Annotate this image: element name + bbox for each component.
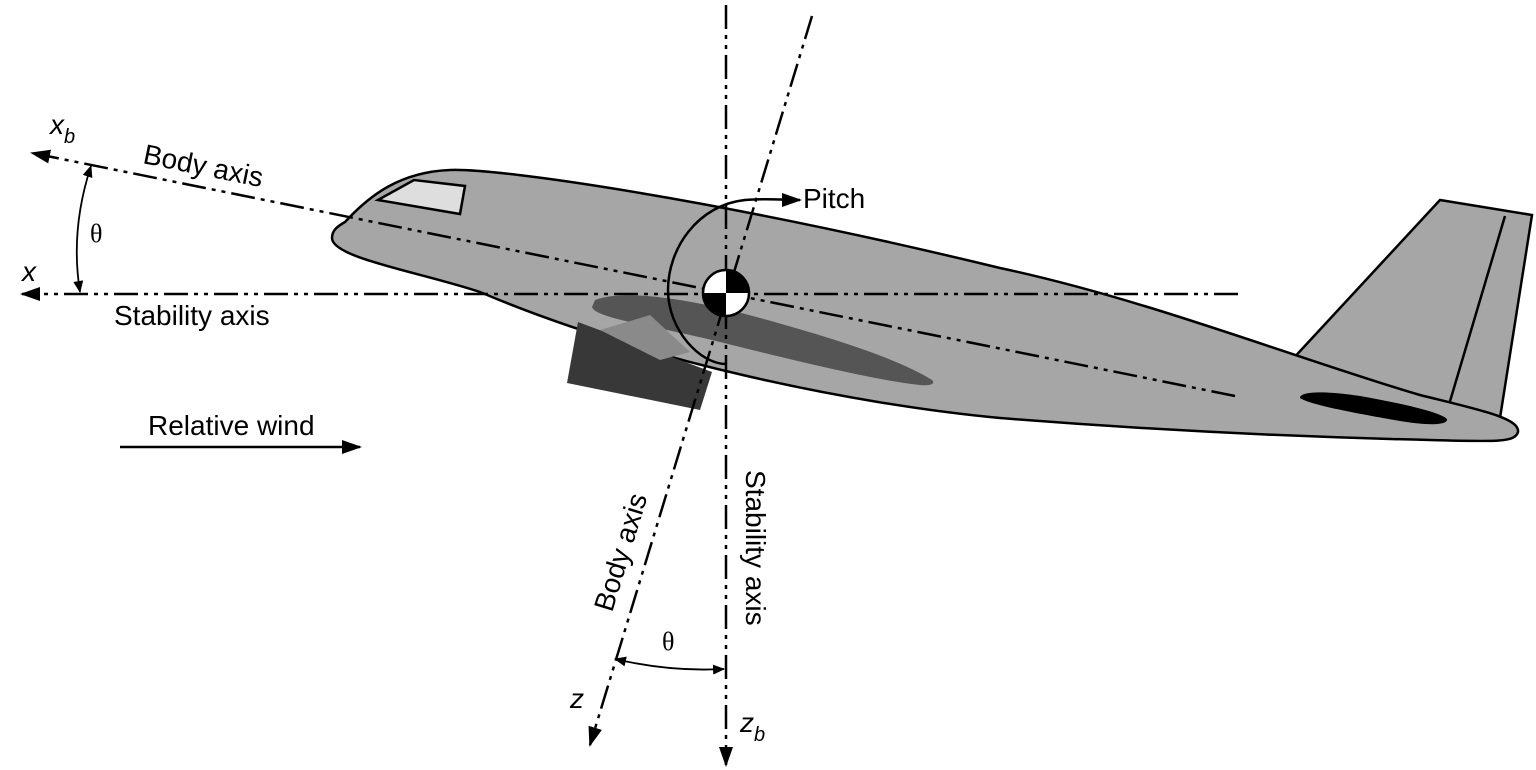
theta-bottom-label: θ (662, 627, 674, 656)
zb-label-main: z (739, 707, 754, 738)
engine-intake (600, 315, 690, 360)
body-axis-top-label: Body axis (141, 139, 266, 194)
z-label: z (569, 683, 584, 714)
wing (592, 295, 934, 386)
stability-axis-horizontal-label: Stability axis (114, 300, 270, 331)
theta-top-arc (73, 165, 93, 293)
x-label: x (20, 256, 37, 287)
theta-top-label: θ (90, 219, 102, 248)
engine-nacelle (567, 322, 712, 410)
body-axis-bottom-label: Body axis (588, 490, 653, 615)
xb-label-sub: b (64, 126, 75, 148)
pitch-arc (666, 192, 802, 366)
relative-wind-label: Relative wind (148, 410, 315, 441)
zb-label-sub: b (754, 724, 765, 746)
body-axis-longitudinal (30, 149, 1236, 398)
center-of-gravity-symbol (701, 268, 751, 318)
zb-label: zb (739, 707, 765, 746)
xb-label-main: x (48, 109, 65, 140)
theta-bottom-arc (614, 656, 725, 675)
body-axis-normal (588, 15, 814, 747)
stability-axis-vertical-label: Stability axis (740, 470, 771, 626)
xb-label: xb (48, 109, 75, 148)
pitch-label: Pitch (803, 183, 865, 214)
horizontal-stabilizer (1300, 392, 1448, 425)
rudder-line (1446, 215, 1507, 409)
cockpit-window (374, 178, 467, 216)
